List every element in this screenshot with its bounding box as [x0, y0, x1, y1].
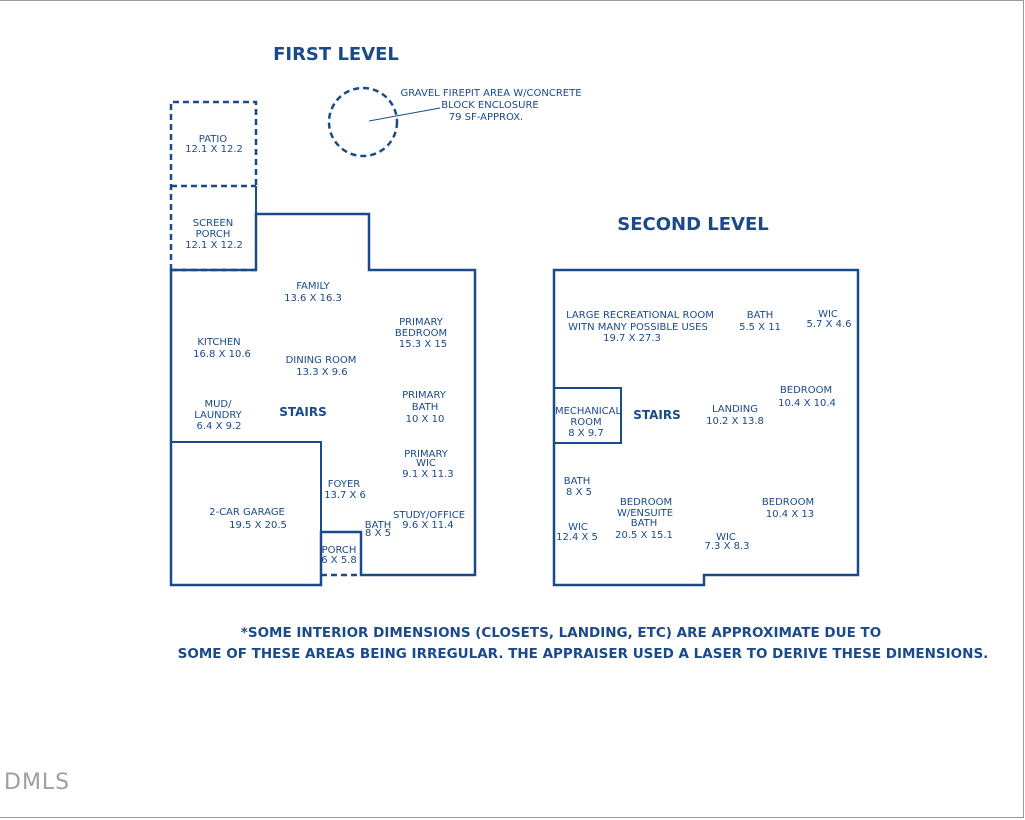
study-name: STUDY/OFFICE: [393, 510, 465, 521]
wic-mid-dim: 7.3 X 8.3: [704, 541, 749, 552]
garage-outline: [170, 441, 322, 586]
second-level-outline: [552, 268, 860, 587]
firepit-leader-line: [368, 107, 441, 122]
primary-wic-name1: PRIMARY: [404, 449, 449, 460]
note-line2: SOME OF THESE AREAS BEING IRREGULAR. THE…: [178, 646, 989, 662]
landing-name: LANDING: [712, 404, 758, 415]
firepit-label-line3: 79 SF-APPROX.: [449, 112, 524, 123]
firepit-outline: [327, 86, 399, 158]
kitchen-name: KITCHEN: [197, 337, 240, 348]
garage-dim: 19.5 X 20.5: [229, 520, 287, 531]
bedroom-ensuite-name2: W/ENSUITE: [617, 508, 673, 519]
bedroom-right-name: BEDROOM: [780, 385, 832, 396]
landing-dim: 10.2 X 13.8: [706, 416, 764, 427]
study-dim: 9.6 X 11.4: [402, 520, 453, 531]
wic-top-dim: 5.7 X 4.6: [806, 319, 851, 330]
wic-left-dim: 12.4 X 5: [556, 532, 598, 543]
rec-room-line2: WITN MANY POSSIBLE USES: [568, 322, 708, 333]
dining-name: DINING ROOM: [286, 355, 357, 366]
wic-left-name: WIC: [568, 522, 588, 533]
screen-porch-name2: PORCH: [196, 229, 231, 240]
bath-top-name: BATH: [747, 310, 774, 321]
bedroom-lower-name: BEDROOM: [762, 497, 814, 508]
primary-bedroom-dim: 15.3 X 15: [399, 339, 447, 350]
porch-outline: [321, 531, 362, 575]
porch-name: PORCH: [322, 545, 357, 556]
bath-dim: 8 X 5: [365, 528, 391, 539]
bath-name: BATH: [365, 520, 392, 531]
mud-laundry-name1: MUD/: [204, 399, 232, 410]
porch-dim: 6 X 5.8: [321, 555, 356, 566]
bedroom-right-dim: 10.4 X 10.4: [778, 398, 836, 409]
dining-dim: 13.3 X 9.6: [296, 367, 347, 378]
bath-top-dim: 5.5 X 11: [739, 322, 781, 333]
rec-room-dim: 19.7 X 27.3: [603, 333, 661, 344]
garage-name: 2-CAR GARAGE: [209, 507, 285, 518]
first-level-title: FIRST LEVEL: [273, 44, 399, 65]
foyer-name: FOYER: [328, 479, 361, 490]
mechanical-dim: 8 X 9.7: [568, 428, 603, 439]
rec-room-line1: LARGE RECREATIONAL ROOM: [566, 310, 714, 321]
note-line1: *SOME INTERIOR DIMENSIONS (CLOSETS, LAND…: [241, 625, 881, 641]
screen-porch-name1: SCREEN: [193, 218, 233, 229]
firepit-label-line2: BLOCK ENCLOSURE: [441, 100, 538, 111]
bedroom-ensuite-dim: 20.5 X 15.1: [615, 530, 673, 541]
patio-dim: 12.1 X 12.2: [185, 144, 243, 155]
mud-laundry-dim: 6.4 X 9.2: [196, 421, 241, 432]
dmls-logo: DMLS: [4, 770, 71, 795]
primary-bedroom-name1: PRIMARY: [399, 317, 444, 328]
mechanical-name2: ROOM: [570, 417, 601, 428]
screen-porch-dim: 12.1 X 12.2: [185, 240, 243, 251]
primary-bath-name1: PRIMARY: [402, 390, 447, 401]
primary-bath-dim: 10 X 10: [406, 414, 445, 425]
primary-wic-dim: 9.1 X 11.3: [402, 469, 453, 480]
first-level-stairs: STAIRS: [279, 405, 327, 419]
bedroom-ensuite-name1: BEDROOM: [620, 497, 672, 508]
bedroom-lower-dim: 10.4 X 13: [766, 509, 814, 520]
primary-bedroom-name2: BEDROOM: [395, 328, 447, 339]
second-level-stairs: STAIRS: [633, 408, 681, 422]
wic-top-name: WIC: [818, 309, 838, 320]
mechanical-room-outline: [553, 387, 622, 444]
bedroom-ensuite-name3: BATH: [631, 518, 658, 529]
mechanical-name1: MECHANICAL: [555, 406, 622, 417]
family-name: FAMILY: [296, 281, 330, 292]
firepit-label-line1: GRAVEL FIREPIT AREA W/CONCRETE: [400, 88, 581, 99]
bath-left-dim: 8 X 5: [566, 487, 592, 498]
mud-laundry-name2: LAUNDRY: [194, 410, 242, 421]
family-dim: 13.6 X 16.3: [284, 293, 342, 304]
kitchen-dim: 16.8 X 10.6: [193, 349, 251, 360]
foyer-dim: 13.7 X 6: [324, 490, 366, 501]
second-level-title: SECOND LEVEL: [617, 214, 769, 235]
patio-name: PATIO: [199, 134, 228, 145]
wic-mid-name: WIC: [716, 532, 736, 543]
primary-wic-name2: WIC: [416, 458, 436, 469]
bath-left-name: BATH: [564, 476, 591, 487]
primary-bath-name2: BATH: [412, 402, 439, 413]
